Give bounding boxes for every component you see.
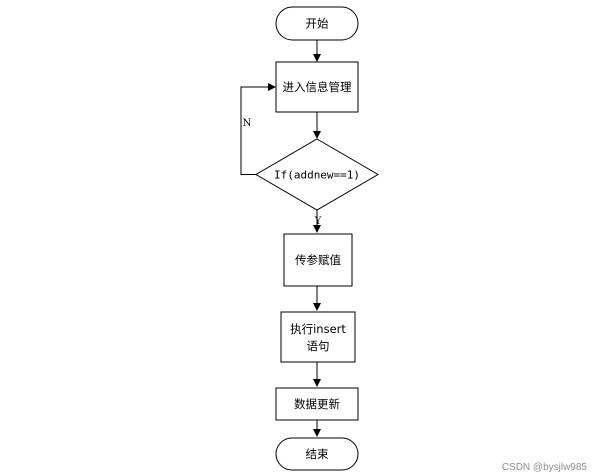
- enter-management-node: 进入信息管理: [275, 61, 359, 113]
- execute-insert-label-line2: 语句: [307, 339, 330, 353]
- end-label: 结束: [306, 447, 329, 461]
- assign-params-label: 传参赋值: [295, 253, 341, 267]
- yes-label: Y: [314, 216, 322, 227]
- condition-node: If(addnew==1): [255, 138, 379, 211]
- start-label: 开始: [306, 17, 329, 31]
- no-label: N: [243, 118, 252, 129]
- condition-label: If(addnew==1): [274, 169, 360, 182]
- data-update-label: 数据更新: [294, 397, 340, 411]
- watermark-text: CSDN @bysjlw985: [501, 462, 587, 473]
- end-node: 结束: [275, 437, 359, 471]
- assign-params-node: 传参赋值: [283, 233, 353, 287]
- start-node: 开始: [275, 6, 359, 41]
- enter-management-label: 进入信息管理: [283, 80, 352, 94]
- data-update-node: 数据更新: [275, 387, 359, 421]
- execute-insert-label-line1: 执行insert: [290, 322, 346, 336]
- arrow-no-loop: [240, 83, 276, 175]
- execute-insert-node: 执行insert 语句: [280, 311, 356, 363]
